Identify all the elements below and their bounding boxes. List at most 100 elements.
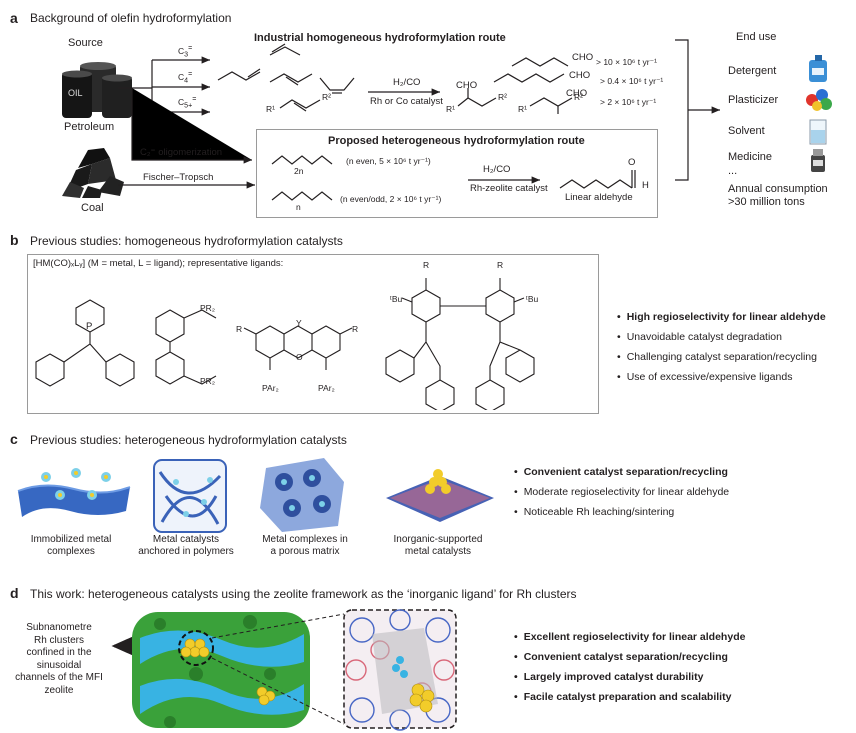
panel-d-label: d (10, 585, 19, 601)
c3-sub: 3 (184, 50, 189, 59)
coal-label: Coal (81, 202, 104, 214)
phosphite-r-left: R (423, 260, 430, 270)
polymer-catalysts-image (153, 459, 227, 533)
xanthene-r-right: R (352, 324, 359, 334)
catalyst-formula: [HM(CO)ₓLᵧ] (M = metal, L = ligand); rep… (33, 258, 284, 269)
c4-eq: = (188, 70, 193, 78)
panel-c-label: c (10, 431, 18, 447)
cho-2: CHO (569, 70, 591, 81)
rh-cluster-description: Subnanometre Rh clusters confined in the… (15, 622, 103, 696)
fischer-tropsch: Fischer–Tropsch (143, 172, 214, 183)
c5-label: C (178, 96, 185, 107)
aldehyde-h: H (642, 180, 649, 191)
proposed-route-box (256, 129, 658, 218)
c3-eq: = (188, 44, 193, 52)
xanthene-y: Y (296, 318, 302, 328)
c-bullet-1: Convenient catalyst separation/recycling (514, 466, 729, 478)
xanthene-o: O (296, 352, 303, 362)
porous-matrix-image (260, 458, 344, 532)
source-label: Source (68, 37, 103, 49)
ligand-structures (35, 278, 535, 410)
solvent-beaker-icon (809, 119, 827, 145)
inorganic-supported-image (386, 469, 494, 522)
panel-b-label: b (10, 232, 19, 248)
prod-r2-a: R² (498, 92, 507, 102)
end-use-label: End use (736, 31, 777, 43)
sub-2n: 2n (294, 166, 304, 176)
industrial-route-title: Industrial homogeneous hydroformylation … (254, 32, 506, 44)
par2-left: PAr₂ (262, 383, 279, 393)
rh-co-catalyst: Rh or Co catalyst (370, 96, 443, 107)
ligand-box (27, 254, 599, 414)
aldehyde-o: O (628, 157, 636, 168)
tbu-right: ᵗBu (526, 294, 539, 304)
panel-a-arrows (118, 39, 720, 201)
d-bullet-3: Largely improved catalyst durability (514, 671, 745, 683)
rate-2: > 0.4 × 10⁶ t yr⁻¹ (600, 76, 664, 86)
c-bullet-3: Noticeable Rh leaching/sintering (514, 506, 729, 518)
d-bullet-1: Excellent regioselectivity for linear al… (514, 631, 746, 643)
rate-1: > 10 × 10⁶ t yr⁻¹ (596, 57, 657, 67)
detergent-bottle-icon (809, 55, 827, 82)
h2co-bottom: H₂/CO (483, 164, 511, 175)
oil-text: OIL (68, 88, 83, 98)
cho-4: CHO (566, 88, 588, 99)
c4-sub: 4 (184, 76, 189, 85)
oil-barrels-icon: OIL (62, 62, 132, 118)
par2-right: PAr₂ (318, 383, 335, 393)
n-even-odd: (n even/odd, 2 × 10⁶ t yr⁻¹) (340, 194, 442, 204)
rh-zeolite-catalyst: Rh-zeolite catalyst (470, 183, 548, 194)
xanthene-r-left: R (236, 324, 243, 334)
pr2-top: PR₂ (200, 303, 216, 313)
use-more: ... (728, 165, 738, 177)
coal-icon (62, 148, 124, 198)
rate-3: > 2 × 10⁶ t yr⁻¹ (600, 97, 657, 107)
proposed-route-title: Proposed heterogeneous hydroformylation … (328, 135, 585, 147)
panel-d-bullets: Excellent regioselectivity for linear al… (514, 631, 746, 711)
panel-b-title: Previous studies: homogeneous hydroformy… (30, 234, 343, 248)
c5-sub: 5+ (184, 101, 193, 110)
linear-aldehyde-label: Linear aldehyde (565, 192, 633, 203)
use-medicine: Medicine (728, 151, 773, 163)
b-bullet-1: High regioselectivity for linear aldehyd… (617, 311, 826, 323)
panel-c-bullets: Convenient catalyst separation/recycling… (514, 466, 729, 526)
panel-a-title: Background of olefin hydroformylation (30, 11, 232, 25)
prod-r1-b: R¹ (518, 104, 527, 114)
d-bullet-2: Convenient catalyst separation/recycling (514, 651, 745, 663)
zeolite-illustration (111, 609, 457, 731)
olefin-r2: R² (322, 92, 331, 102)
b-bullet-2: Unavoidable catalyst degradation (617, 331, 826, 343)
prod-r1-a: R¹ (446, 104, 455, 114)
cho-3: CHO (456, 80, 478, 91)
plasticizer-icon (806, 89, 832, 111)
panel-d-title: This work: heterogeneous catalysts using… (30, 587, 577, 601)
c5-eq: = (192, 95, 197, 103)
b-bullet-3: Challenging catalyst separation/recyclin… (617, 351, 826, 363)
cho-1: CHO (572, 52, 594, 63)
c2-oligomerization: C₂⁼ oligomerization (140, 147, 223, 158)
petroleum-label: Petroleum (64, 121, 115, 133)
olefin-r1: R¹ (266, 104, 275, 114)
tbu-left: ᵗBu (390, 294, 403, 304)
sub-n: n (296, 202, 301, 212)
phosphite-r-right: R (497, 260, 504, 270)
use-solvent: Solvent (728, 125, 765, 137)
d-bullet-4: Facile catalyst preparation and scalabil… (514, 691, 745, 703)
immobilized-complexes-image (17, 468, 131, 517)
panel-a-label: a (10, 10, 18, 26)
use-detergent: Detergent (728, 65, 777, 77)
prod-r2-b: R² (574, 92, 583, 102)
c-bullet-2: Moderate regioselectivity for linear ald… (514, 486, 729, 498)
annual-tons: >30 million tons (728, 196, 805, 208)
medicine-bottle-icon (811, 149, 825, 172)
annual-consumption: Annual consumption (728, 183, 828, 195)
pph3-p: P (86, 321, 93, 332)
use-plasticizer: Plasticizer (728, 94, 779, 106)
b-bullet-4: Use of excessive/expensive ligands (617, 371, 826, 383)
h2co-top: H₂/CO (393, 77, 421, 88)
c3-label: C (178, 45, 185, 56)
c4-label: C (178, 71, 185, 82)
